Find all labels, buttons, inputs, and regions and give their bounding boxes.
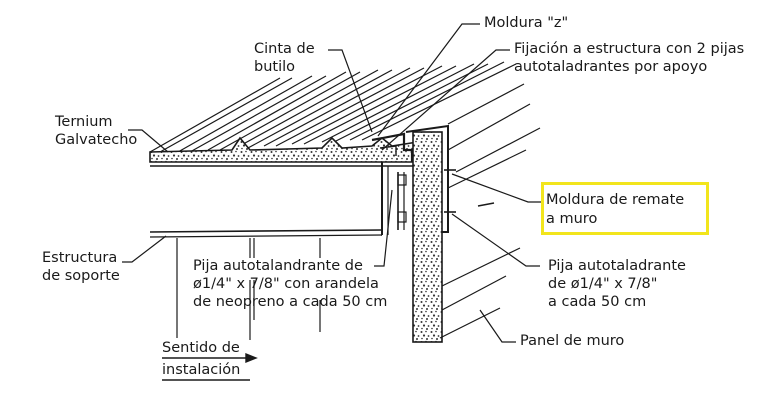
label-estructura-line2: de soporte: [42, 268, 120, 284]
section-marks: [176, 238, 321, 340]
highlight-box-moldura-remate: [541, 182, 709, 235]
label-moldura-remate-line2: a muro: [546, 211, 598, 227]
support-beam: [149, 229, 383, 238]
wall-cap-screws: [444, 169, 495, 213]
label-pija-right-line2: de ø1/4" x 7/8": [548, 276, 658, 292]
z-molding: [371, 132, 414, 162]
label-ternium-line2: Galvatecho: [55, 132, 138, 148]
roof-panel-core: [149, 136, 431, 163]
label-sentido-line2: instalación: [162, 362, 241, 378]
label-fijacion-line1: Fijación a estructura con 2 pijas: [514, 41, 745, 57]
leader-lines: [122, 23, 542, 343]
background-lines: [439, 83, 541, 339]
label-panel-muro: Panel de muro: [520, 333, 625, 349]
label-estructura-line1: Estructura: [42, 250, 118, 266]
label-fijacion-line2: autotaladrantes por apoyo: [514, 59, 708, 75]
installation-direction-arrow: [162, 352, 258, 381]
label-pija-left-line2: ø1/4" x 7/8" con arandela: [193, 276, 379, 292]
label-pija-left-line1: Pija autotalandrante de: [193, 258, 363, 274]
label-pija-left-line3: de neopreno a cada 50 cm: [193, 294, 388, 310]
label-ternium-line1: Ternium: [55, 114, 113, 130]
wall-panel: [412, 131, 443, 343]
label-pija-right-line1: Pija autotaladrante: [548, 258, 686, 274]
roof-sheet-lines: [149, 61, 517, 153]
wall-cap-molding: [405, 124, 449, 233]
support-structure: [381, 162, 407, 235]
label-moldura-z: Moldura "z": [484, 15, 569, 31]
label-cinta-line2: butilo: [254, 59, 296, 75]
label-pija-right-line3: a cada 50 cm: [548, 294, 647, 310]
label-cinta-line1: Cinta de: [254, 41, 315, 57]
label-moldura-remate-line1: Moldura de remate: [546, 192, 685, 208]
label-sentido-line1: Sentido de: [162, 340, 240, 356]
